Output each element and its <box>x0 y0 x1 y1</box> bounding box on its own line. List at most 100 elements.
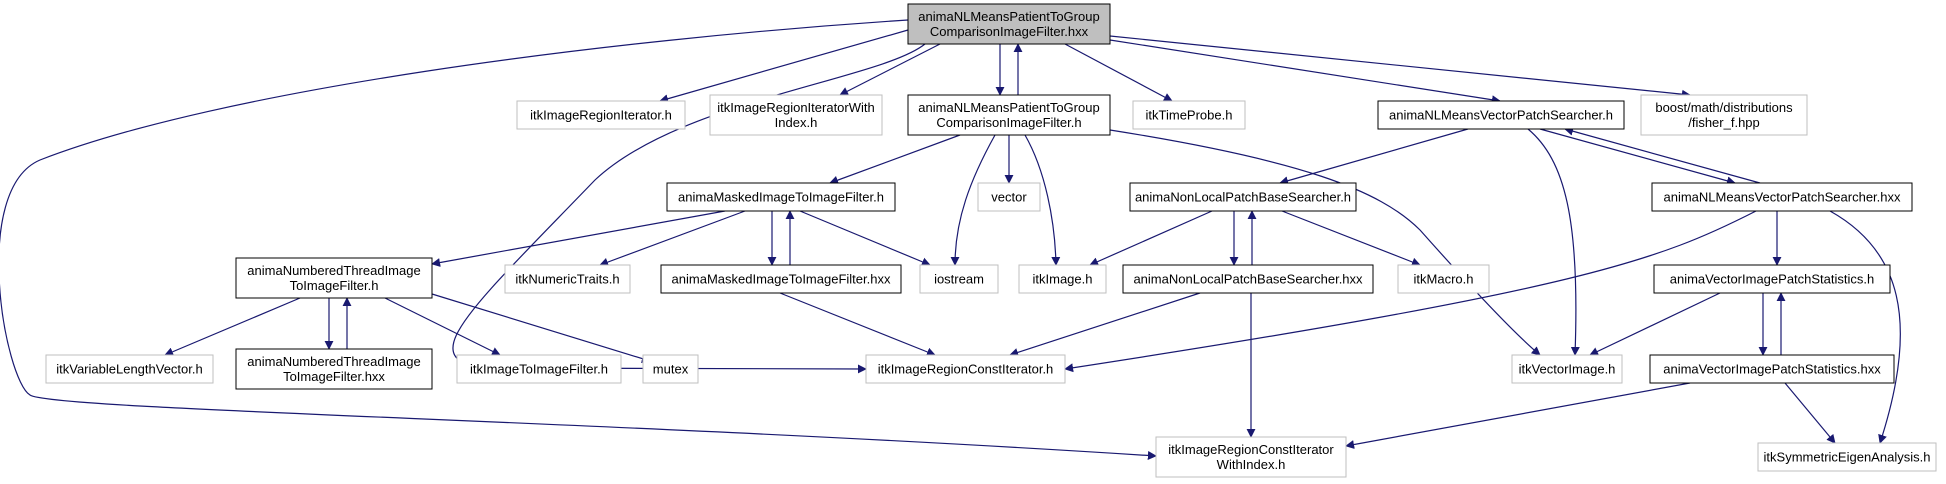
node-box <box>1129 182 1357 212</box>
edge-nlpbs_h-to-itk_image <box>1089 210 1213 266</box>
node-box <box>1018 264 1107 294</box>
node-region-const-iter[interactable]: itkImageRegionConstIterator.h <box>865 354 1066 384</box>
edge-nlpbs_hxx-to-region_const_iter <box>1009 292 1201 357</box>
node-vips-h[interactable]: animaVectorImagePatchStatistics.h <box>1653 264 1891 294</box>
edge-arrow <box>1024 134 1061 266</box>
node-box <box>1397 264 1490 294</box>
edge-arrow <box>1089 210 1213 266</box>
node-box <box>907 94 1111 136</box>
edge-vps_hxx-to-sym_eigen <box>1829 210 1901 444</box>
node-fisher[interactable]: boost/math/distributions/fisher_f.hpp <box>1640 94 1808 136</box>
node-box <box>666 182 896 212</box>
node-vector[interactable]: vector <box>977 182 1041 212</box>
edge-filter_h-to-masked_h <box>829 134 961 185</box>
node-region-iter[interactable]: itkImageRegionIterator.h <box>516 100 686 130</box>
node-box <box>660 264 902 294</box>
node-label-line: animaNLMeansVectorPatchSearcher.hxx <box>1663 190 1901 205</box>
node-vector-image[interactable]: itkVectorImage.h <box>1511 354 1623 384</box>
node-label-line: itkVectorImage.h <box>1519 362 1616 377</box>
node-time-probe[interactable]: itkTimeProbe.h <box>1132 100 1246 130</box>
edge-root-to-time_probe <box>1064 43 1173 102</box>
node-root[interactable]: animaNLMeansPatientToGroupComparisonImag… <box>907 3 1111 45</box>
edge-arrow <box>799 210 931 267</box>
edge-vps_hxx-to-vps_h <box>1564 126 1761 184</box>
edge-arrow <box>1064 210 1757 373</box>
node-box <box>709 94 883 136</box>
edge-nlpbs_h-to-itk_macro <box>1281 210 1421 267</box>
node-masked-h[interactable]: animaMaskedImageToImageFilter.h <box>666 182 896 212</box>
node-nlpbs-h[interactable]: animaNonLocalPatchBaseSearcher.h <box>1129 182 1357 212</box>
edge-filter_h-to-itk_image <box>1024 134 1061 266</box>
edge-root-to-fisher <box>1109 35 1691 99</box>
node-label-line: Index.h <box>775 115 818 130</box>
node-sym-eigen[interactable]: itkSymmetricEigenAnalysis.h <box>1757 442 1937 472</box>
node-label-line: animaNumberedThreadImage <box>247 354 420 369</box>
edge-root-to-region_iter_idx <box>839 43 941 96</box>
node-box <box>1511 354 1623 384</box>
node-vps-hxx[interactable]: animaNLMeansVectorPatchSearcher.hxx <box>1651 182 1913 212</box>
edge-masked_hxx-to-region_const_iter <box>779 292 936 357</box>
edge-vps_h-to-vector_image <box>1527 128 1580 356</box>
edge-arrow <box>1527 128 1580 356</box>
edge-arrow <box>1589 292 1721 356</box>
node-masked-hxx[interactable]: animaMaskedImageToImageFilter.hxx <box>660 264 902 294</box>
edge-arrow <box>1539 128 1736 186</box>
edge-arrow <box>829 134 961 185</box>
node-label-line: itkImageRegionConstIterator <box>1168 442 1334 457</box>
node-nlpbs-hxx[interactable]: animaNonLocalPatchBaseSearcher.hxx <box>1122 264 1374 294</box>
node-filter-h[interactable]: animaNLMeansPatientToGroupComparisonImag… <box>907 94 1111 136</box>
node-box <box>1155 436 1347 478</box>
edge-arrow <box>0 19 1157 460</box>
node-numbered-hxx[interactable]: animaNumberedThreadImageToImageFilter.hx… <box>235 348 433 390</box>
edge-arrow <box>1109 39 1501 105</box>
edge-filter_h-to-iostream <box>950 134 996 266</box>
edge-root-to-region_iter <box>659 29 909 104</box>
node-var-len-vec[interactable]: itkVariableLengthVector.h <box>45 354 214 384</box>
node-itk-image[interactable]: itkImage.h <box>1018 264 1107 294</box>
node-iostream[interactable]: iostream <box>919 264 999 294</box>
edge-arrow <box>779 292 936 357</box>
node-itk-macro[interactable]: itkMacro.h <box>1397 264 1490 294</box>
edge-arrow <box>164 297 301 356</box>
node-box <box>1653 264 1891 294</box>
node-box <box>1132 100 1246 130</box>
edge-arrow <box>1009 292 1201 357</box>
edge-arrow <box>950 134 996 266</box>
node-label-line: vector <box>991 190 1027 205</box>
edge-arrow <box>1064 43 1173 102</box>
edge-numbered_h-to-mutex <box>431 293 651 363</box>
edge-masked_h-to-numeric_traits <box>599 210 746 267</box>
dependency-edges <box>0 19 1901 460</box>
edge-vps_hxx-to-region_const_iter <box>1064 210 1757 373</box>
edge-arrow <box>1564 126 1761 184</box>
node-label-line: animaNonLocalPatchBaseSearcher.h <box>1135 190 1351 205</box>
node-img-to-img[interactable]: itkImageToImageFilter.h <box>456 354 622 384</box>
edge-vips_hxx-to-sym_eigen <box>1784 382 1836 444</box>
edge-vps_h-to-nlpbs_h <box>1279 128 1469 186</box>
node-label-line: itkImageRegionIteratorWith <box>717 100 875 115</box>
dependency-nodes: animaNLMeansPatientToGroupComparisonImag… <box>45 3 1937 478</box>
edge-arrow <box>1281 210 1421 267</box>
edge-numbered_h-to-img_to_img <box>384 297 501 356</box>
node-box <box>642 354 699 384</box>
node-vps-h[interactable]: animaNLMeansVectorPatchSearcher.h <box>1377 100 1625 130</box>
node-label-line: ComparisonImageFilter.h <box>936 115 1081 130</box>
node-label-line: itkNumericTraits.h <box>515 272 619 287</box>
edge-root-to-region_const_iter <box>452 43 926 374</box>
node-box <box>516 100 686 130</box>
node-box <box>1649 354 1895 384</box>
node-label-line: animaMaskedImageToImageFilter.hxx <box>672 272 891 287</box>
edge-arrow <box>1279 128 1469 186</box>
edge-vips_hxx-to-region_const_iter_idx <box>1345 382 1691 449</box>
node-label-line: itkImageRegionConstIterator.h <box>878 362 1054 377</box>
node-numeric-traits[interactable]: itkNumericTraits.h <box>504 264 631 294</box>
edge-arrow <box>839 43 941 96</box>
node-vips-hxx[interactable]: animaVectorImagePatchStatistics.hxx <box>1649 354 1895 384</box>
edge-arrow <box>1829 210 1901 444</box>
node-label-line: itkSymmetricEigenAnalysis.h <box>1764 450 1931 465</box>
node-mutex[interactable]: mutex <box>642 354 699 384</box>
